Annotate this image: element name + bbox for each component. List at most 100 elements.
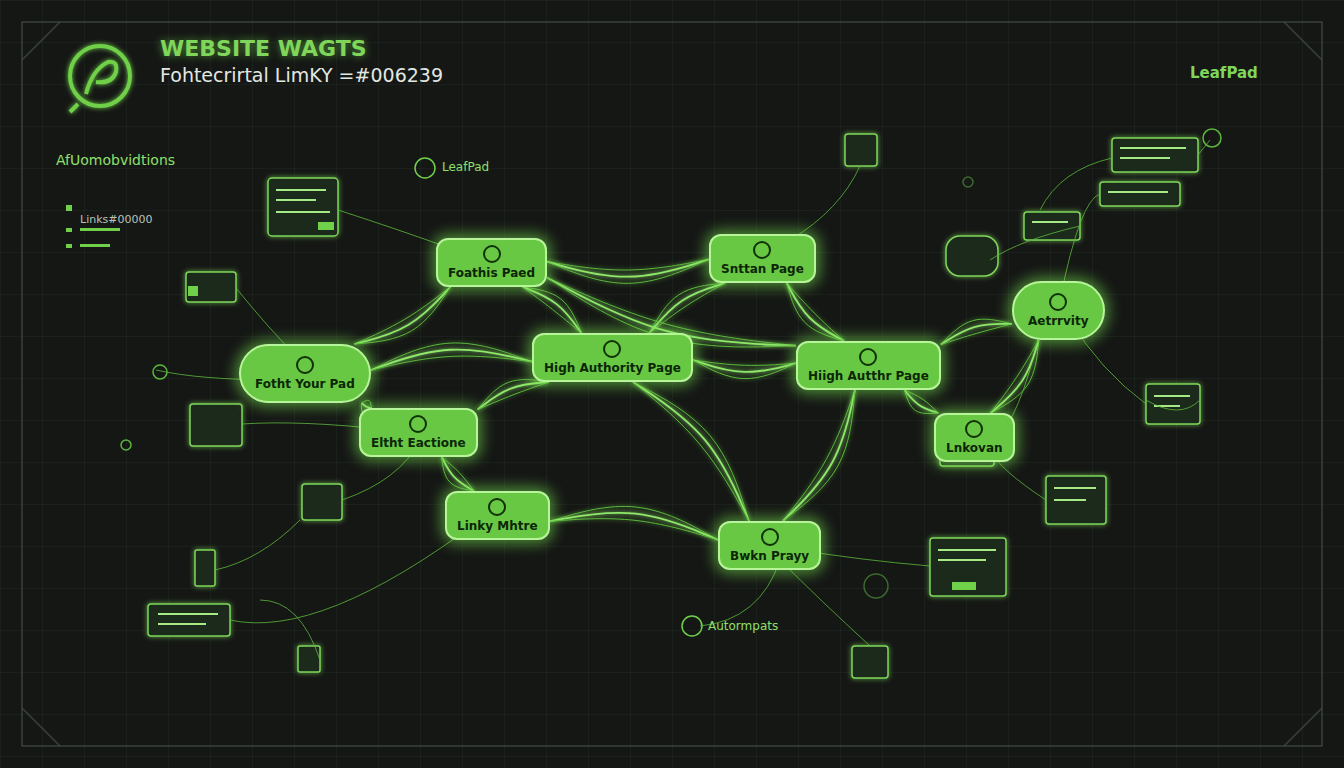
link-strand xyxy=(783,390,855,521)
page-node: High Authority Page xyxy=(532,333,693,382)
link-strand xyxy=(787,283,844,341)
logo-icon xyxy=(70,46,130,112)
node-icon xyxy=(296,356,314,374)
page-node: Foathis Paed xyxy=(436,238,547,287)
link-connector xyxy=(904,390,938,414)
link-strand xyxy=(990,340,1038,413)
link-strand xyxy=(904,390,938,414)
side-panels xyxy=(148,134,1200,678)
link-connector xyxy=(547,259,709,283)
annotation-label: Autormpats xyxy=(708,619,778,633)
node-text: Snttan Page xyxy=(721,262,804,276)
node-text: Hiigh Autthr Page xyxy=(808,369,929,383)
link-strand xyxy=(650,283,726,333)
link-strand xyxy=(478,382,549,410)
link-strand xyxy=(633,382,749,521)
link-connector xyxy=(371,343,532,370)
link-strand xyxy=(783,390,855,521)
link-connector xyxy=(550,506,718,539)
node-icon xyxy=(409,415,427,433)
panel-stripes xyxy=(158,148,1190,624)
node-icon xyxy=(859,348,877,366)
node-icon xyxy=(483,245,501,263)
annotation-label: LeafPad xyxy=(442,160,489,174)
link-connector xyxy=(442,457,474,491)
annotation-label: LeafPad xyxy=(1190,64,1258,82)
link-strand xyxy=(550,506,718,539)
node-icon xyxy=(965,420,983,438)
node-text: Linky Mhtre xyxy=(457,519,538,533)
link-connector xyxy=(633,382,749,521)
link-strand xyxy=(371,343,532,370)
link-strand xyxy=(371,350,532,371)
link-strand xyxy=(442,457,474,491)
annotation-label: AfUomobvidtions xyxy=(56,152,175,168)
node-text: Lnkovan xyxy=(946,441,1003,455)
page-node: Bwkn Prayy xyxy=(718,521,821,570)
page-node: Fotht Your Pad xyxy=(239,344,371,403)
leaf-icon xyxy=(415,158,435,178)
link-strand xyxy=(478,380,549,410)
link-connector xyxy=(941,319,1012,344)
link-strand xyxy=(547,259,709,276)
annotation-label: Links#00000 xyxy=(80,213,152,226)
node-icon xyxy=(761,528,779,546)
page-node: Hiigh Autthr Page xyxy=(796,341,941,390)
link-strand xyxy=(693,360,796,379)
link-strand xyxy=(941,324,1012,345)
node-text: Fotht Your Pad xyxy=(255,377,355,391)
link-strand xyxy=(990,340,1038,413)
link-strand xyxy=(904,390,938,413)
link-connector xyxy=(478,380,549,410)
link-strand xyxy=(362,400,372,408)
link-strand xyxy=(633,382,749,521)
link-strand xyxy=(442,457,474,491)
link-strand xyxy=(547,259,709,283)
link-connector xyxy=(693,360,796,379)
list-marks xyxy=(66,205,120,248)
link-connector xyxy=(650,283,726,333)
page-node: Snttan Page xyxy=(709,234,816,283)
node-text: Foathis Paed xyxy=(448,266,535,280)
link-strand xyxy=(904,390,938,413)
link-strand xyxy=(650,283,726,333)
auto-icon xyxy=(682,616,702,636)
page-node: Aetrrvity xyxy=(1012,281,1105,340)
link-strand xyxy=(354,287,450,344)
loose-wires xyxy=(156,140,1210,660)
link-strand xyxy=(941,324,1012,345)
link-connector xyxy=(787,283,844,341)
link-strand xyxy=(354,287,450,344)
page-node: Eltht Eactione xyxy=(359,408,478,457)
panel-buttons xyxy=(188,222,976,590)
link-strand xyxy=(787,283,844,341)
page-node: Linky Mhtre xyxy=(445,491,550,540)
node-text: Aetrrvity xyxy=(1028,314,1089,328)
annotation-label: Fohtecrirtal LimKY =#006239 xyxy=(160,64,443,86)
node-icon xyxy=(753,241,771,259)
node-text: Bwkn Prayy xyxy=(730,549,809,563)
link-connector xyxy=(990,340,1038,413)
node-text: Eltht Eactione xyxy=(371,436,466,450)
link-strand xyxy=(371,356,532,370)
link-strand xyxy=(354,287,450,344)
link-strand xyxy=(941,319,1012,344)
link-connector xyxy=(783,390,855,521)
node-icon xyxy=(603,340,621,358)
diagram-title: WEBSITE WAGTS xyxy=(160,36,367,61)
link-connector xyxy=(354,287,450,344)
link-strand xyxy=(442,457,474,491)
node-icon xyxy=(488,498,506,516)
link-strand xyxy=(550,519,718,540)
link-strand xyxy=(990,340,1038,413)
node-text: High Authority Page xyxy=(544,361,681,375)
node-icon xyxy=(1049,293,1067,311)
link-strand xyxy=(783,390,855,521)
link-strand xyxy=(633,382,749,521)
link-strand xyxy=(787,283,844,341)
link-strand xyxy=(550,513,718,540)
link-strand xyxy=(478,382,549,410)
link-strand xyxy=(650,283,726,333)
